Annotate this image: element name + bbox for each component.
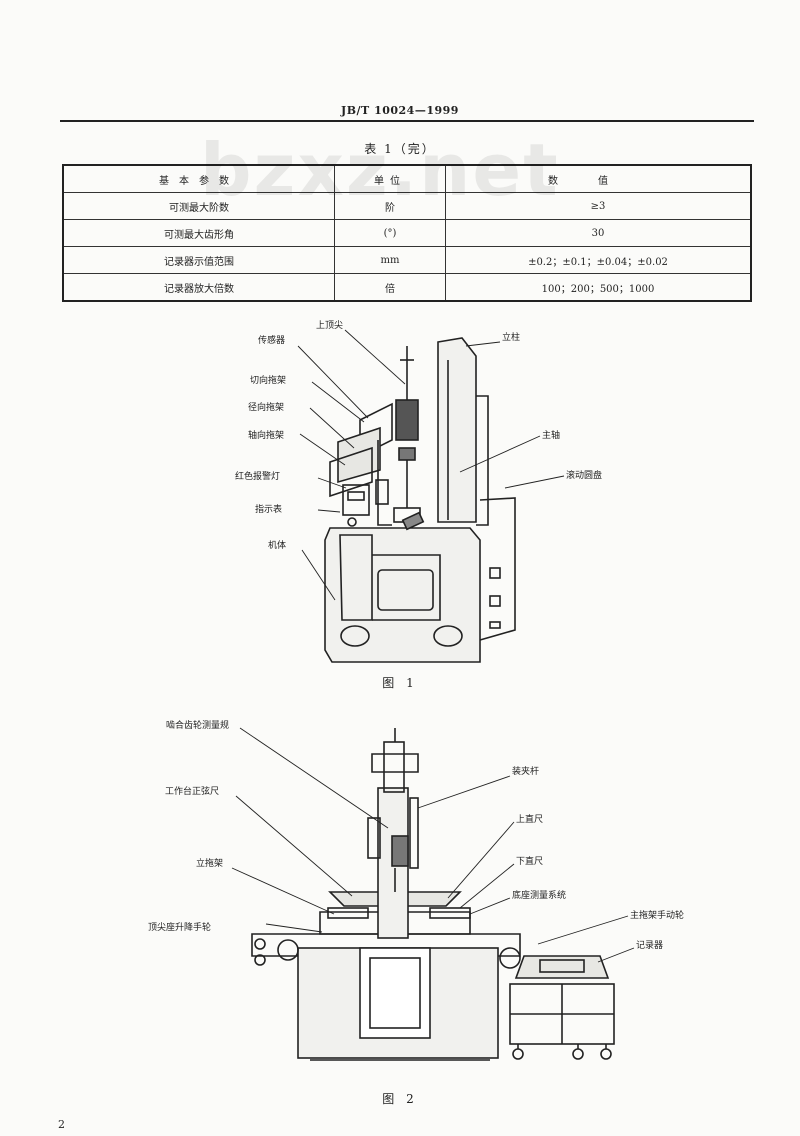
label-worktable-ruler: 工作台正弦尺: [165, 785, 219, 797]
cell-value: ±0.2；±0.1；±0.04；±0.02: [445, 246, 752, 274]
label-axial-carriage: 轴向拖架: [248, 429, 284, 441]
parameter-table: 基本参数 单位 数值 可测最大阶数 阶 ≥3 可测最大齿形角 (°) 30 记录…: [62, 164, 752, 302]
table-row: 记录器示值范围 mm ±0.2；±0.1；±0.04；±0.02: [62, 246, 752, 274]
label-tangential-carriage: 切向拖架: [250, 374, 286, 386]
cell-unit: 倍: [334, 273, 446, 302]
label-body: 机体: [268, 539, 286, 551]
column-header-parameter: 基本参数: [62, 164, 335, 193]
label-spindle: 主轴: [542, 429, 560, 441]
figure-2-caption: 图 2: [382, 1092, 418, 1106]
header-rule: [60, 120, 754, 122]
label-sensor: 传感器: [258, 334, 285, 346]
cell-unit: 阶: [334, 192, 446, 220]
cell-unit: (°): [334, 219, 446, 247]
cell-value: 30: [445, 219, 752, 247]
label-base-measure-system: 底座测量系统: [512, 889, 566, 901]
label-radial-carriage: 径向拖架: [248, 401, 284, 413]
table-header-row: 基本参数 单位 数值: [62, 164, 752, 193]
standard-code: JB/T 10024—1999: [341, 104, 459, 117]
label-column: 立柱: [502, 331, 520, 343]
label-clamp-rod: 装夹杆: [512, 765, 539, 777]
cell-parameter: 可测最大阶数: [62, 192, 335, 220]
table-row: 记录器放大倍数 倍 100；200；500；1000: [62, 273, 752, 302]
cell-value: ≥3: [445, 192, 752, 220]
cell-unit: mm: [334, 246, 446, 274]
table-row: 可测最大阶数 阶 ≥3: [62, 192, 752, 220]
page-number: 2: [58, 1118, 65, 1131]
label-gear-gauge: 啮合齿轮测量规: [166, 719, 229, 731]
cell-value: 100；200；500；1000: [445, 273, 752, 302]
label-lower-ruler: 下直尺: [516, 855, 543, 867]
table-title: 表 1（完）: [364, 142, 436, 156]
table-row: 可测最大齿形角 (°) 30: [62, 219, 752, 247]
label-recorder: 记录器: [636, 940, 663, 951]
column-header-unit: 单位: [334, 164, 446, 193]
cell-parameter: 记录器放大倍数: [62, 273, 335, 302]
label-upper-center: 上顶尖: [316, 319, 343, 331]
figure-2-machine-drawing: 啮合齿轮测量规 装夹杆 工作台正弦尺 上直尺 立拖架 下直尺 底座测量系统 顶尖…: [148, 719, 684, 1061]
figure-1-caption: 图 1: [382, 676, 418, 690]
figure-1-machine-drawing: 传感器 上顶尖 立柱 切向拖架 径向拖架 轴向拖架 主轴 红色报警灯 滚动圆盘 …: [235, 319, 602, 663]
label-tailstock-handwheel: 顶尖座升降手轮: [148, 921, 211, 933]
cell-parameter: 记录器示值范围: [62, 246, 335, 274]
label-red-alarm-lamp: 红色报警灯: [235, 470, 280, 482]
label-rolling-disk: 滚动圆盘: [566, 469, 602, 481]
column-header-value: 数值: [445, 164, 752, 193]
label-upper-ruler: 上直尺: [516, 813, 543, 825]
label-main-carriage-handwheel: 主拖架手动轮: [630, 909, 684, 921]
label-indicator: 指示表: [255, 503, 282, 515]
cell-parameter: 可测最大齿形角: [62, 219, 335, 247]
label-vertical-carriage: 立拖架: [196, 857, 223, 869]
